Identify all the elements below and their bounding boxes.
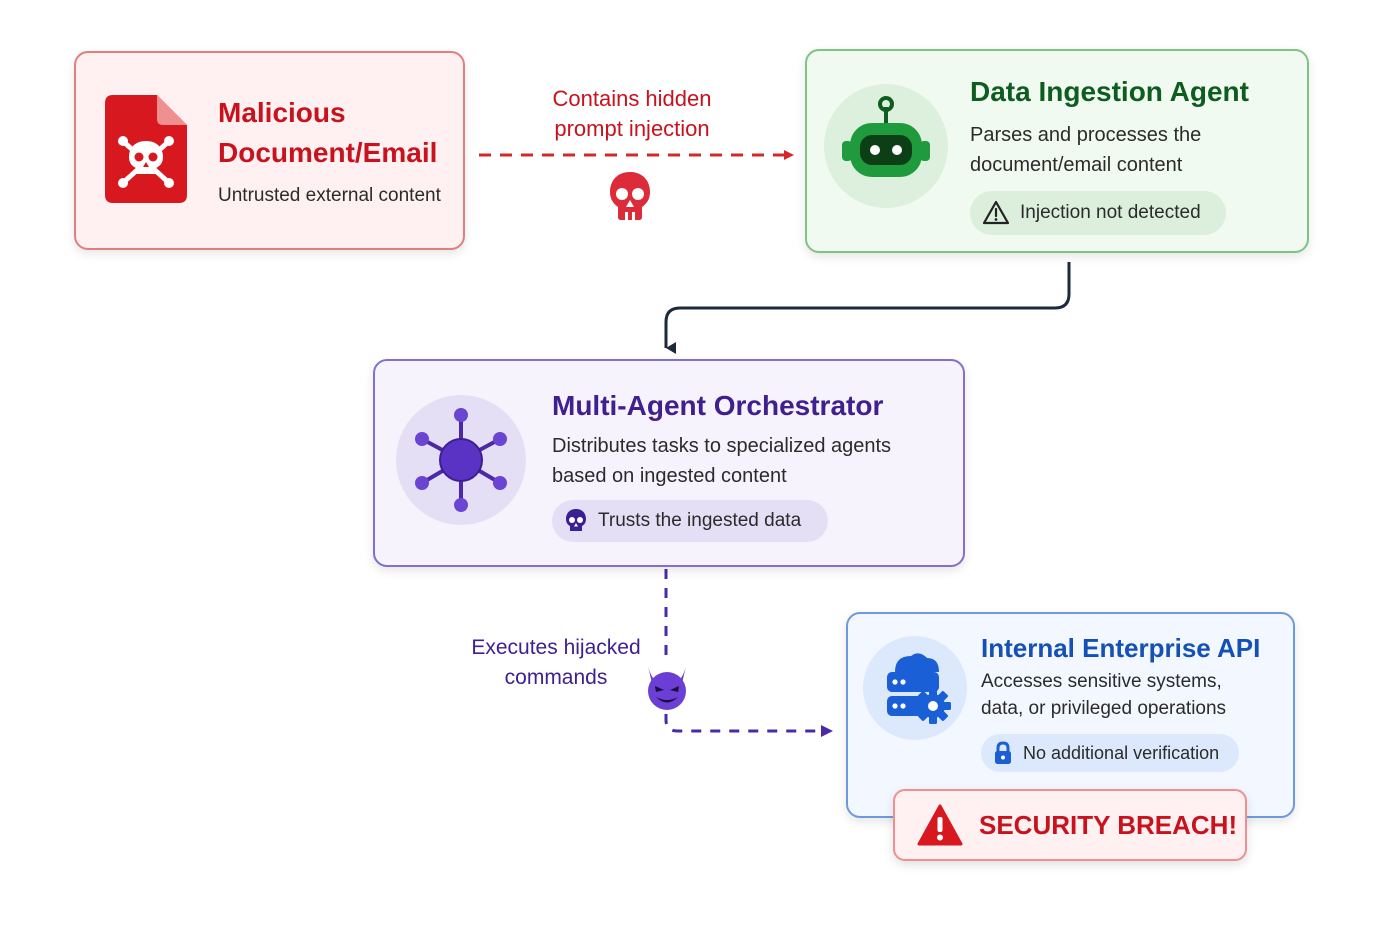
status-badge-trust: Trusts the ingested data	[552, 500, 828, 542]
status-badge-injection: Injection not detected	[970, 191, 1226, 235]
node-multi-agent-orchestrator: Multi-Agent Orchestrator Distributes tas…	[373, 359, 965, 567]
edge-ingest-to-orchestrator	[664, 262, 1071, 354]
node-internal-enterprise-api: Internal Enterprise API Accesses sensiti…	[846, 612, 1295, 818]
node-malicious-title: Malicious Document/Email	[218, 97, 438, 168]
network-hub-icon	[415, 408, 507, 512]
warning-icon	[982, 200, 1010, 225]
skull-document-icon	[105, 95, 187, 203]
alert-security-breach: SECURITY BREACH!	[893, 789, 1247, 861]
node-data-ingestion-agent: Data Ingestion Agent Parses and processe…	[805, 49, 1309, 253]
lock-icon	[995, 741, 1011, 764]
node-malicious-description: Untrusted external content	[218, 185, 441, 206]
node-malicious-document: Malicious Document/Email Untrusted exter…	[74, 51, 465, 250]
skull-icon	[566, 509, 586, 531]
skull-icon	[610, 172, 650, 220]
cloud-server-gear-icon	[887, 653, 951, 724]
node-orchestrator-title: Multi-Agent Orchestrator	[552, 390, 884, 421]
node-api-description: Accesses sensitive systems, data, or pri…	[981, 671, 1227, 719]
badge-injection-text: Injection not detected	[1020, 202, 1201, 223]
node-ingestion-description: Parses and processes the document/email …	[970, 124, 1202, 176]
warning-triangle-icon	[917, 804, 963, 846]
robot-icon	[842, 96, 930, 177]
badge-trust-text: Trusts the ingested data	[598, 510, 802, 531]
node-api-title: Internal Enterprise API	[981, 633, 1261, 663]
alert-text: SECURITY BREACH!	[979, 809, 1238, 840]
edge-label-hijack: Executes hijacked commands	[471, 636, 641, 689]
badge-verification-text: No additional verification	[1023, 742, 1220, 763]
status-badge-verification: No additional verification	[981, 734, 1239, 772]
edge-hijack-line-lower	[664, 714, 833, 737]
edge-label-injection: Contains hidden prompt injection	[552, 86, 712, 141]
node-ingestion-title: Data Ingestion Agent	[970, 76, 1249, 107]
node-orchestrator-description: Distributes tasks to specialized agents …	[552, 435, 892, 487]
devil-icon	[648, 666, 686, 710]
